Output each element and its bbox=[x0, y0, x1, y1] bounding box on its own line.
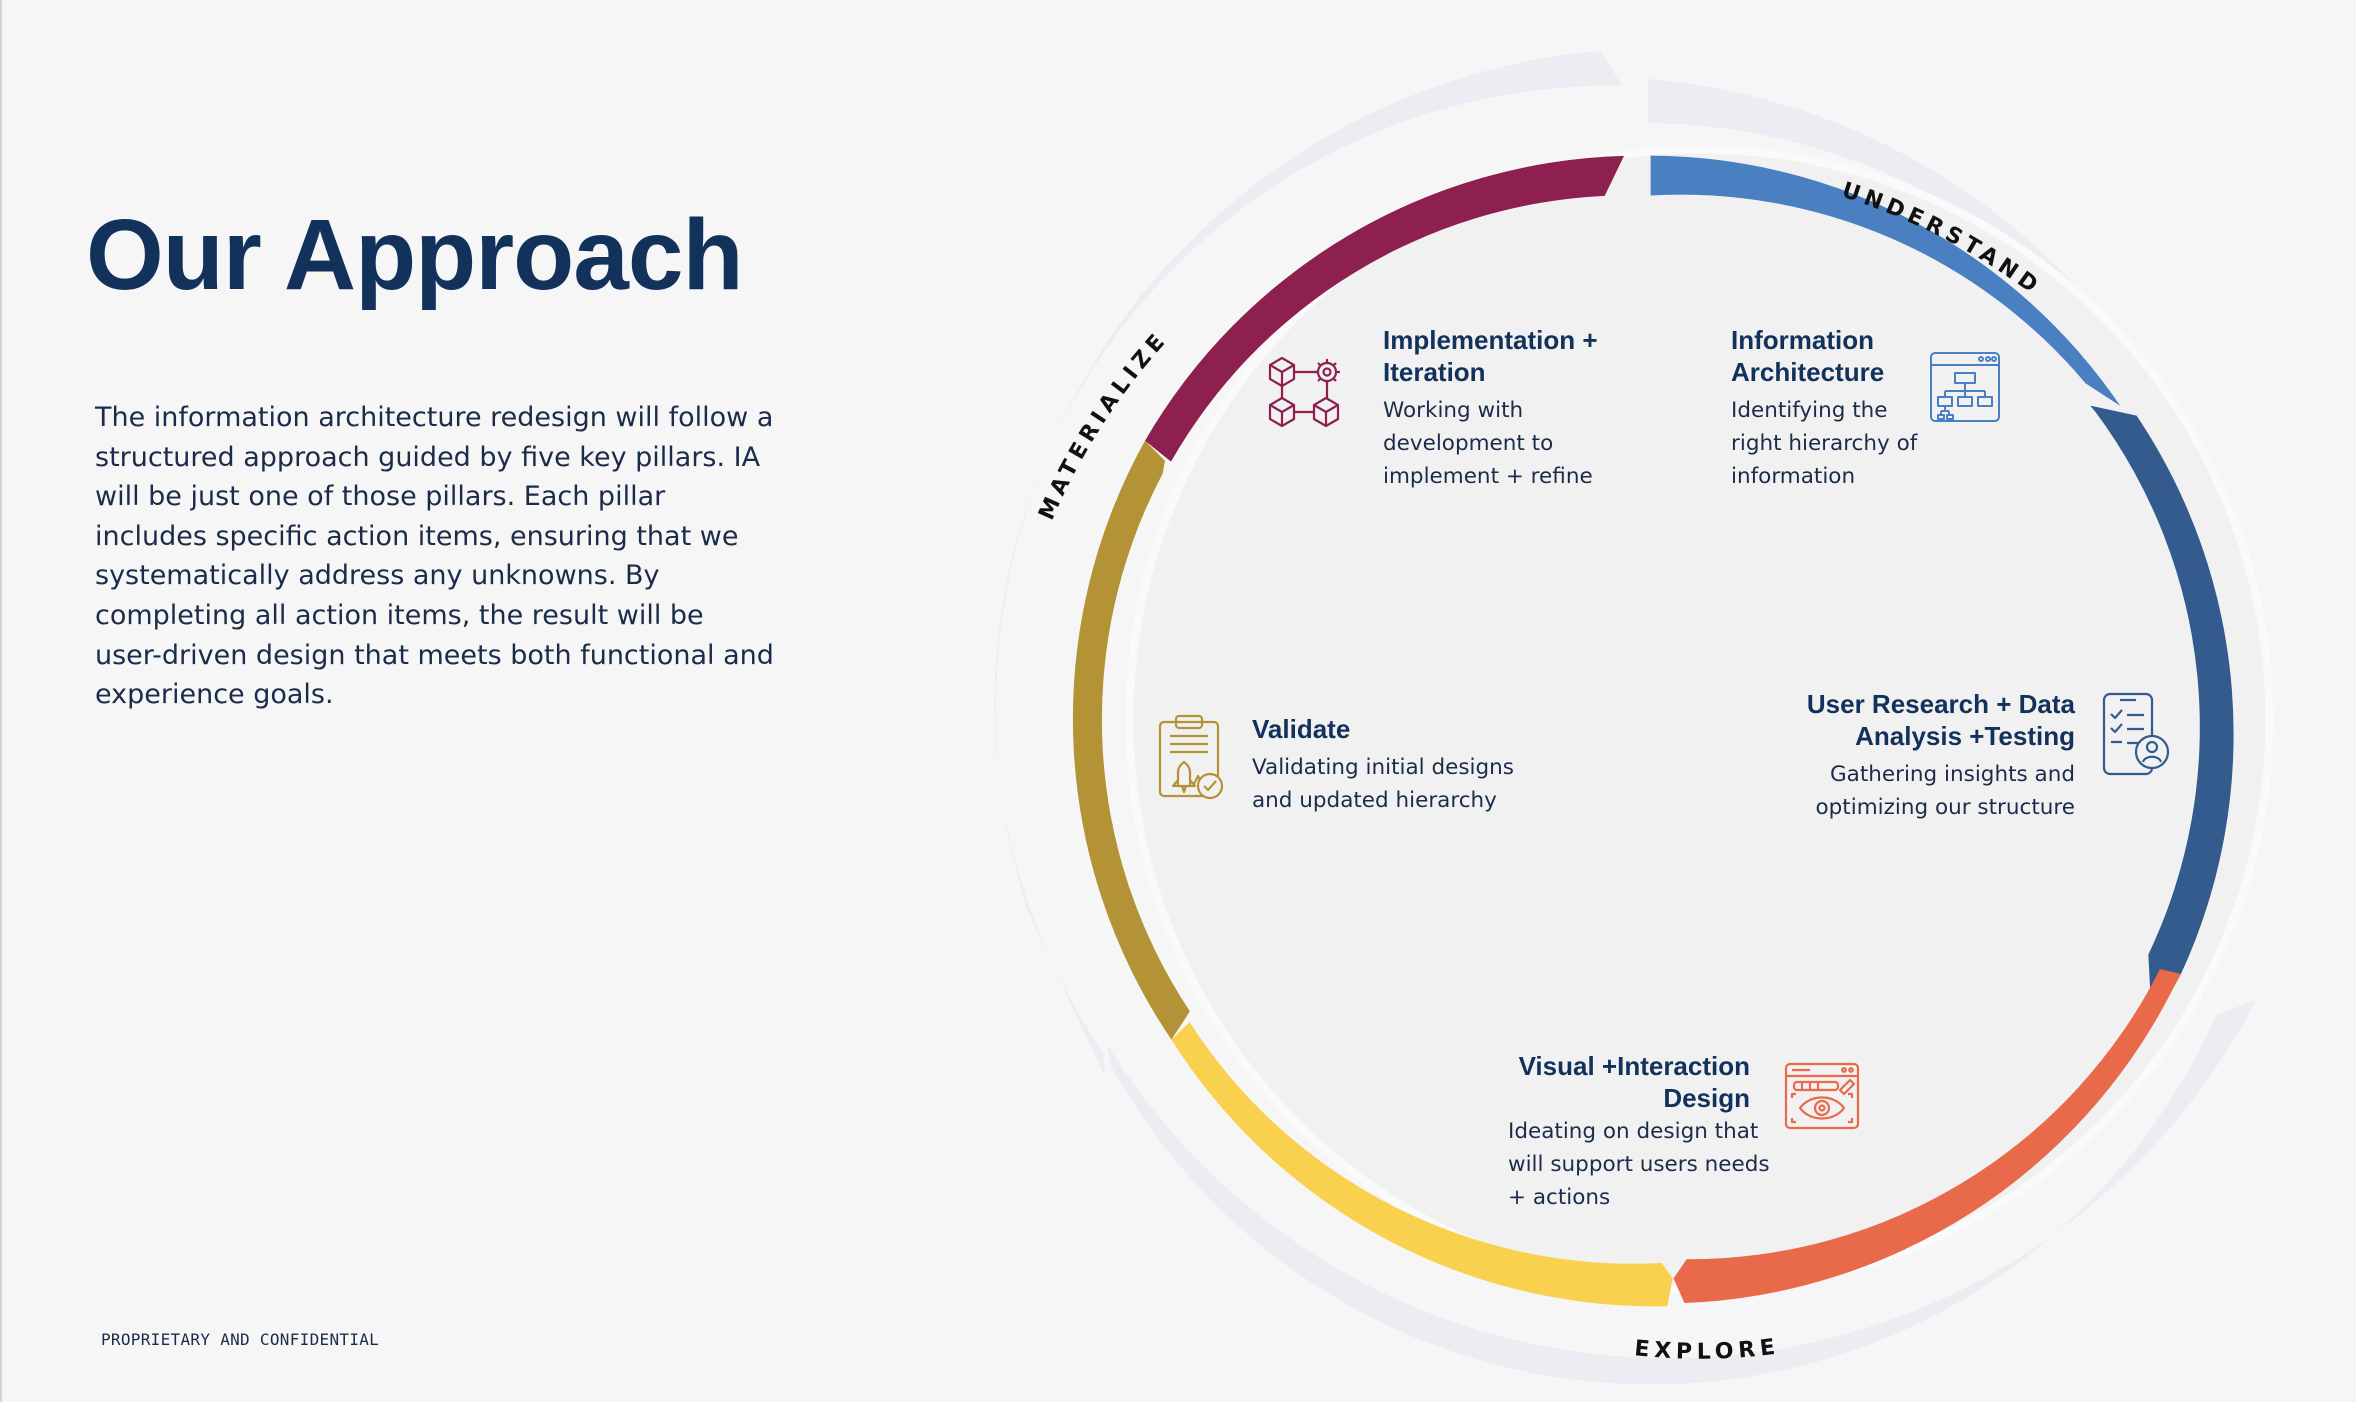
arc-user-research bbox=[2090, 405, 2234, 996]
arc-implementation bbox=[1145, 155, 1624, 462]
pillar-validate: Validate Validating initial designs and … bbox=[1252, 713, 1542, 817]
pillar-user-research: User Research + Data Analysis +Testing G… bbox=[1770, 688, 2075, 824]
outer-ring-segment-explore bbox=[1107, 1000, 2256, 1385]
arc-validate bbox=[1072, 440, 1190, 1040]
pillar-title: User Research + Data Analysis +Testing bbox=[1806, 689, 2075, 751]
pillar-visual-interaction-description-block: Ideating on design that will support use… bbox=[1508, 1115, 1788, 1214]
pillar-implementation: Implementation + Iteration Working with … bbox=[1383, 324, 1653, 493]
arc-connector bbox=[1171, 1022, 1673, 1307]
mobile-checklist-icon bbox=[2100, 692, 2172, 780]
pillar-description: Gathering insights and optimizing our st… bbox=[1815, 762, 2075, 820]
page-title: Our Approach bbox=[86, 199, 744, 311]
sitemap-icon bbox=[1929, 351, 2001, 427]
page-left-rule bbox=[0, 0, 2, 1402]
pillar-title: Validate bbox=[1252, 714, 1351, 744]
eye-browser-icon bbox=[1784, 1062, 1860, 1134]
arc-visual-interaction bbox=[1673, 969, 2181, 1303]
pillar-description: Ideating on design that will support use… bbox=[1508, 1119, 1770, 1210]
pillar-title: Information Architecture bbox=[1731, 325, 1885, 387]
pillar-title: Visual +Interaction Design bbox=[1518, 1051, 1750, 1113]
pillar-description: Working with development to implement + … bbox=[1383, 398, 1593, 489]
pillar-title: Implementation + Iteration bbox=[1383, 325, 1598, 387]
clipboard-rocket-icon bbox=[1158, 714, 1226, 804]
intro-paragraph: The information architecture redesign wi… bbox=[95, 402, 774, 711]
arc-information-architecture bbox=[1650, 155, 2121, 406]
phase-label-explore: EXPLORE bbox=[1633, 1334, 1781, 1365]
pillar-information-architecture: Information Architecture Identifying the… bbox=[1731, 324, 1931, 493]
pillar-description: Identifying the right hierarchy of infor… bbox=[1731, 398, 1918, 489]
pillar-description: Validating initial designs and updated h… bbox=[1252, 755, 1514, 813]
cubes-gear-icon bbox=[1266, 356, 1346, 436]
pillar-visual-interaction-title-block: Visual +Interaction Design bbox=[1480, 1050, 1750, 1114]
confidentiality-footer: PROPRIETARY AND CONFIDENTIAL bbox=[101, 1330, 380, 1349]
